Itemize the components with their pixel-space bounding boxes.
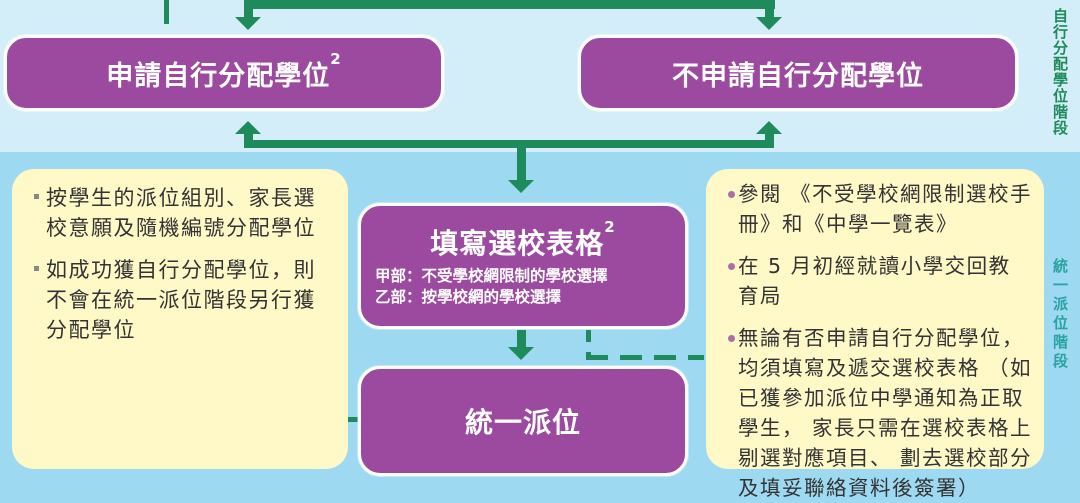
footnote-marker: 2 xyxy=(604,218,616,236)
apply-discretionary-places-box: 申請自行分配學位2 xyxy=(4,35,444,111)
note-item: 參閱 《不受學校網限制選校手冊》和《中學一覽表》 xyxy=(718,179,1032,239)
box-title: 不申請自行分配學位 xyxy=(672,60,924,92)
bullet-icon xyxy=(34,266,39,271)
footnote-marker: 2 xyxy=(330,49,342,68)
arrow-down-icon xyxy=(508,347,534,360)
dashed-connector-left xyxy=(348,417,360,422)
central-placement-allocation-box: 統一派位 xyxy=(358,366,688,476)
part-a-text: 甲部：不受學校網限制的學校選擇 xyxy=(375,267,608,285)
dashed-connector-vertical xyxy=(586,330,591,358)
arrow-up-icon xyxy=(756,121,782,134)
note-item: 如成功獲自行分配學位，則不會在統一派位階段另行獲分配學位 xyxy=(26,255,334,345)
connector-top-right-drop xyxy=(765,0,774,18)
bullet-icon xyxy=(34,194,39,199)
arrow-down-icon xyxy=(508,180,534,193)
bullet-icon xyxy=(728,335,735,342)
note-item: 按學生的派位組別、家長選校意願及隨機編號分配學位 xyxy=(26,183,334,243)
box-title: 申請自行分配學位 xyxy=(106,60,331,92)
stage-label-self-allocation: 自行分配學位階段 xyxy=(1051,8,1069,136)
box-title: 統一派位 xyxy=(464,406,581,439)
note-item: 在 5 月初經就讀小學交回教育局 xyxy=(718,251,1032,311)
connector-dashed-top-left xyxy=(164,0,169,24)
notes-panel-left: 按學生的派位組別、家長選校意願及隨機編號分配學位 如成功獲自行分配學位，則不會在… xyxy=(12,169,348,469)
not-apply-discretionary-places-box: 不申請自行分配學位 xyxy=(578,35,1018,111)
connector-mid-horizontal xyxy=(244,140,774,148)
arrow-up-icon xyxy=(235,121,261,134)
stage-label-central-allocation: 統一派位階段 xyxy=(1051,258,1069,372)
bullet-icon xyxy=(728,191,735,198)
connector-form-to-cpa xyxy=(517,330,526,348)
notes-panel-right: 參閱 《不受學校網限制選校手冊》和《中學一覽表》 在 5 月初經就讀小學交回教育… xyxy=(706,169,1044,500)
box-title: 填寫選校表格 xyxy=(430,227,605,260)
arrow-down-icon xyxy=(235,17,261,30)
connector-top-horizontal xyxy=(247,0,775,9)
dashed-connector-horizontal xyxy=(586,355,704,360)
connector-mid-drop xyxy=(517,144,526,180)
part-b-text: 乙部：按學校網的學校選擇 xyxy=(375,288,562,306)
connector-top-left-drop xyxy=(244,0,253,18)
note-item: 無論有否申請自行分配學位，均須填寫及遞交選校表格 （如已獲參加派位中學通知為正取… xyxy=(718,323,1032,503)
bullet-icon xyxy=(728,263,735,270)
arrow-down-icon xyxy=(756,17,782,30)
school-choice-form-box: 填寫選校表格2 甲部：不受學校網限制的學校選擇 乙部：按學校網的學校選擇 xyxy=(358,203,688,329)
